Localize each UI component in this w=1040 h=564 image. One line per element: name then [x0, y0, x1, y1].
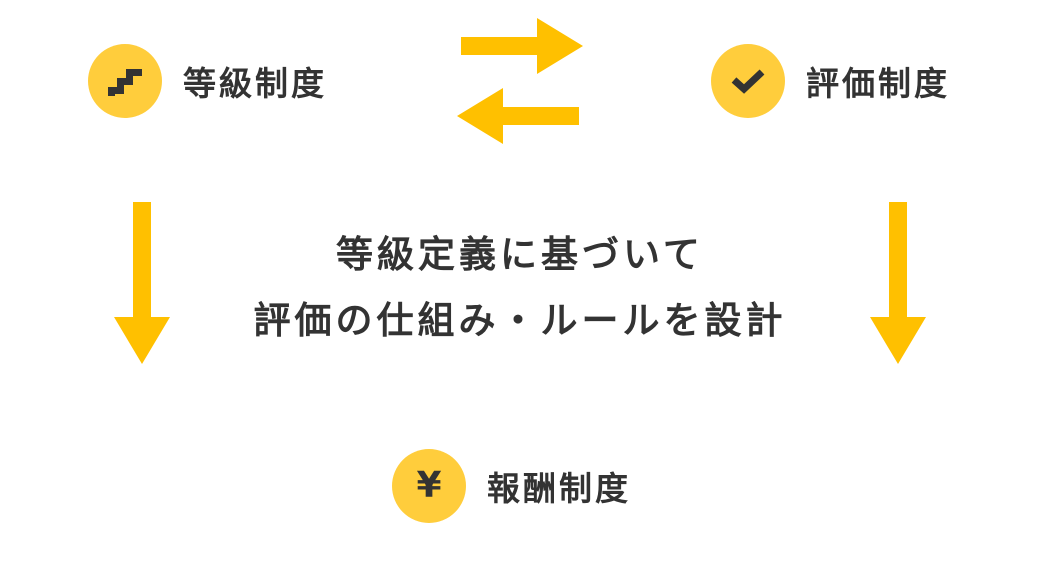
center-description: 等級定義に基づいて 評価の仕組み・ルールを設計	[170, 222, 870, 354]
grade-circle	[88, 44, 162, 118]
reward-circle: ¥	[392, 449, 466, 523]
arrow-down-left-icon	[114, 202, 170, 364]
reward-label: 報酬制度	[487, 469, 631, 508]
evaluation-circle	[711, 44, 785, 118]
arrow-left-icon	[457, 88, 579, 144]
reward-node: ¥ 報酬制度	[392, 449, 631, 523]
stairs-icon	[108, 69, 142, 96]
arrow-right-icon	[461, 18, 583, 74]
grade-node: 等級制度	[88, 44, 327, 118]
grade-label: 等級制度	[183, 64, 327, 103]
evaluation-label: 評価制度	[806, 64, 950, 103]
center-line-2: 評価の仕組み・ルールを設計	[253, 299, 787, 342]
yen-icon: ¥	[416, 465, 442, 506]
check-icon	[731, 69, 765, 94]
center-line-1: 等級定義に基づいて	[336, 233, 704, 276]
arrow-down-right-icon	[870, 202, 926, 364]
evaluation-node: 評価制度	[711, 44, 950, 118]
